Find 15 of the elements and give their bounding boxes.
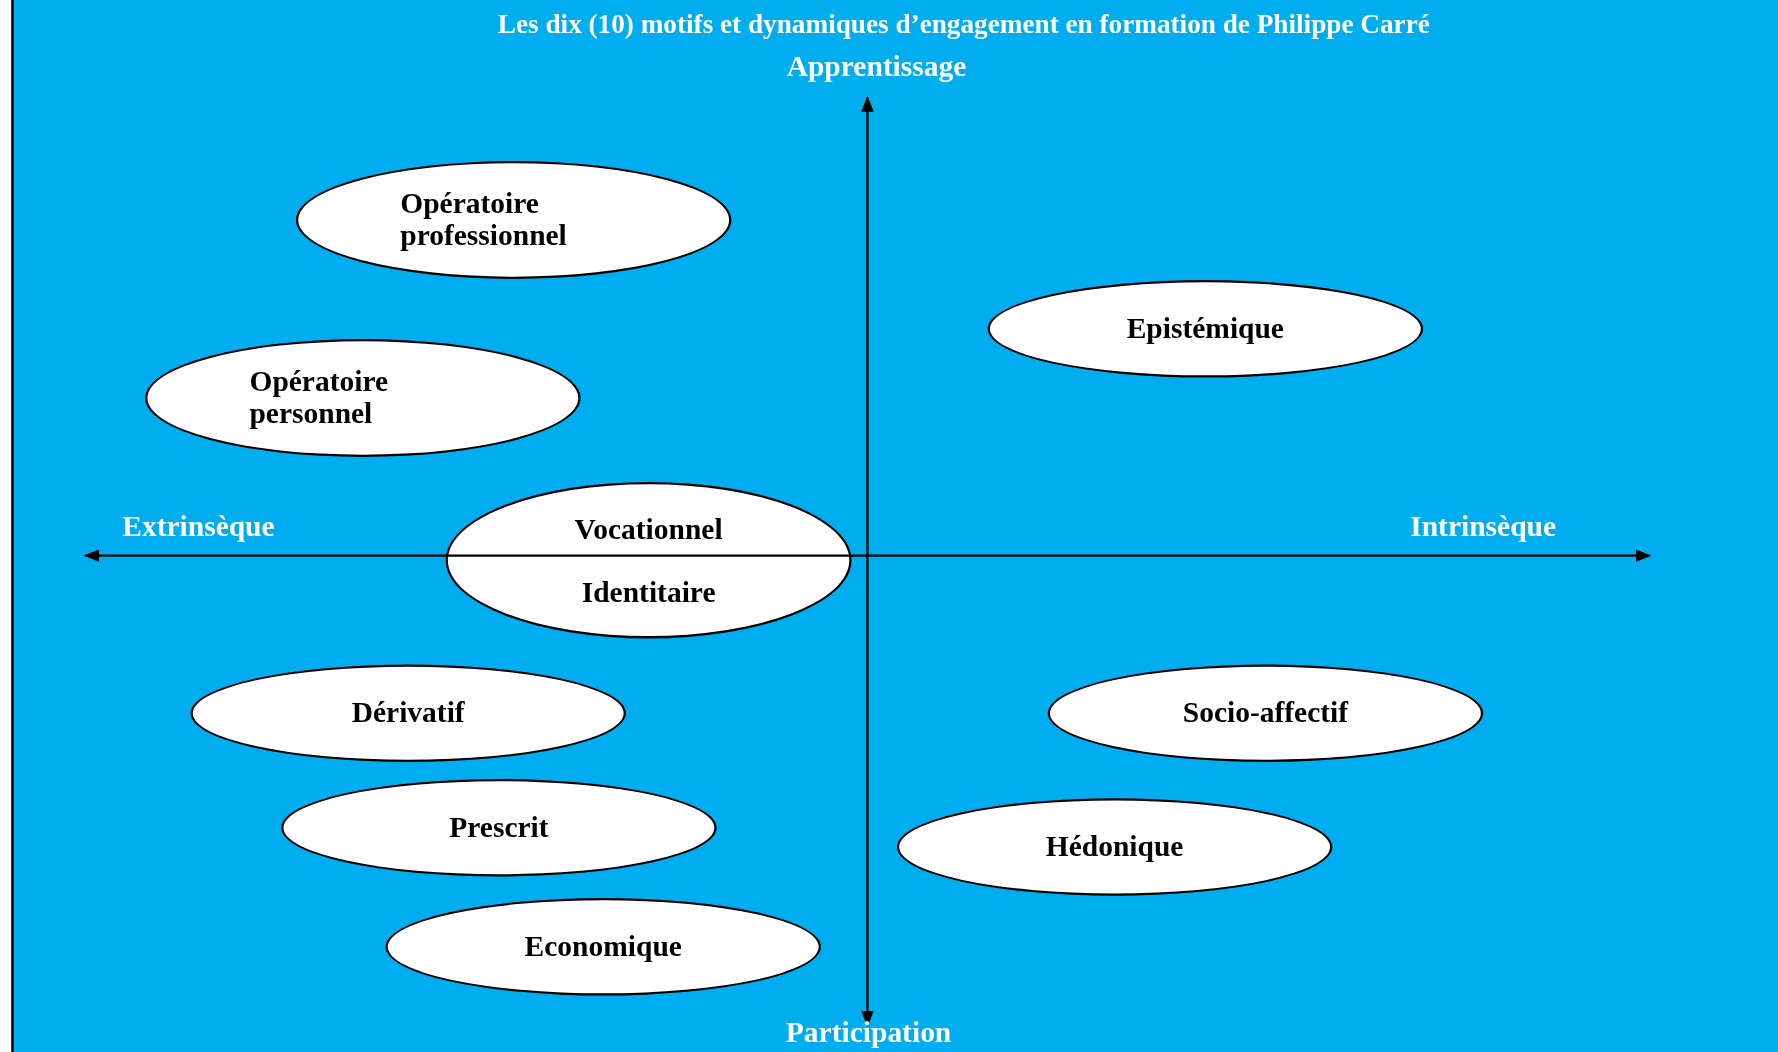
motif-label: Vocationnel [574,513,723,546]
axis-label: Participation [785,1015,952,1050]
axis-label: Extrinsèque [122,510,275,545]
motif-label: Identitaire [581,577,716,610]
motif-label: Opératoire personnel [249,366,390,430]
title: Les dix (10) motifs et dynamiques d’engagement en formation de Philippe Carré [497,9,1430,40]
motif-label: Dérivatif [351,697,465,730]
axis-label: Apprentissage [786,49,967,84]
motif-label: Socio-affectif [1182,697,1349,730]
motif-label: Prescrit [449,811,549,844]
axis-label: Intrinsèque [1410,510,1557,545]
motif-label: Opératoire professionnel [400,188,568,252]
motif-label: Hédonique [1045,831,1184,863]
motif-label: Economique [524,930,682,963]
motif-label: Epistémique [1126,312,1284,345]
